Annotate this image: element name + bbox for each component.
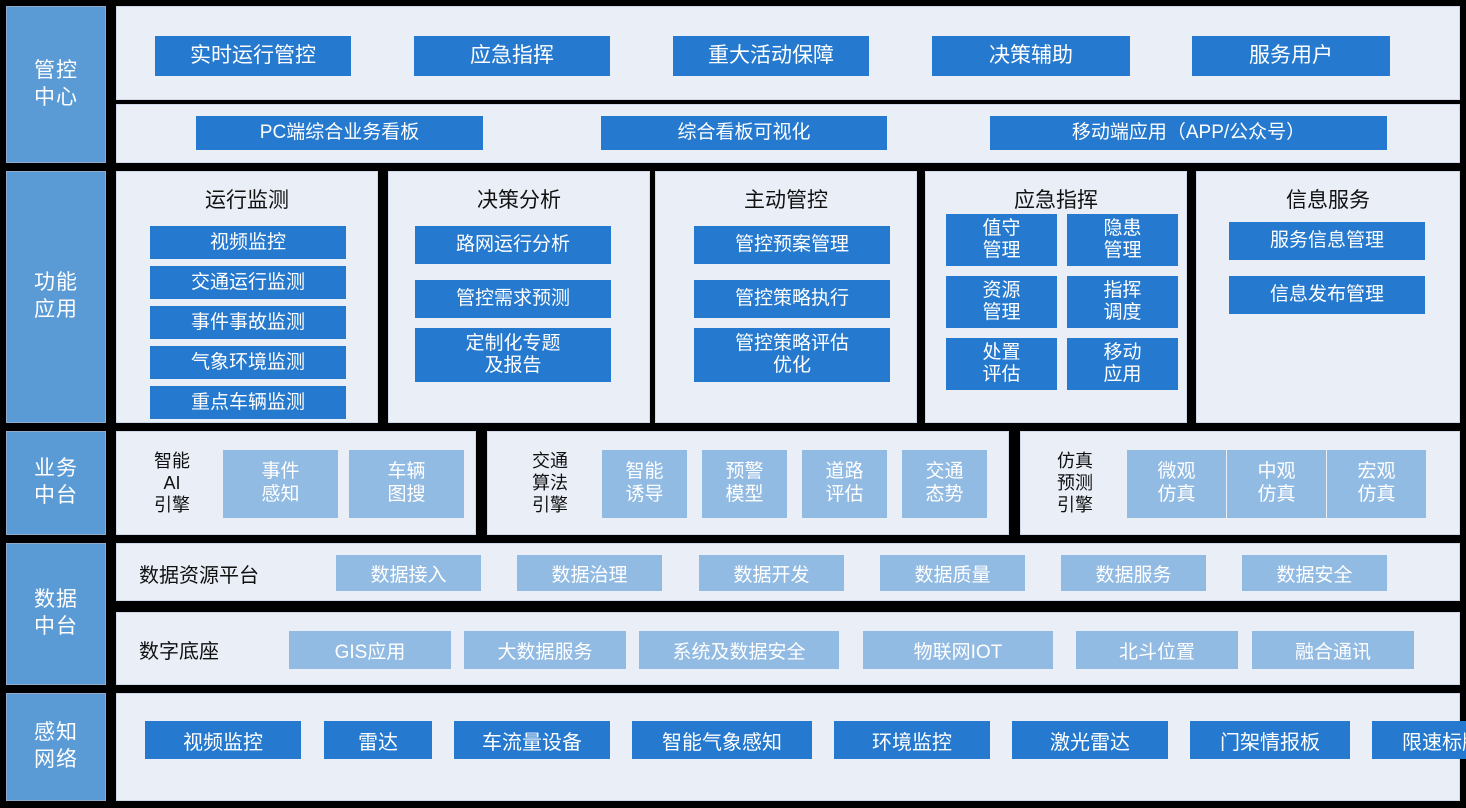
control-center-board-chip[interactable]: 移动端应用（APP/公众号） [990,116,1387,150]
function-app-column-emergency: 应急指挥 值守 管理 隐患 管理 资源 管理 指挥 调度 处置 评估 移动 应用 [925,171,1187,423]
data-mid-chip[interactable]: 物联网IOT [863,631,1053,669]
layer-label-business-mid: 业务 中台 [6,431,106,535]
function-app-chip[interactable]: 指挥 调度 [1067,276,1178,328]
group-name: 智能 AI 引擎 [154,451,190,515]
business-mid-chip[interactable]: 微观 仿真 [1127,450,1226,518]
data-mid-chip[interactable]: 数据安全 [1242,555,1387,591]
column-title: 运行监测 [205,189,289,212]
group-name: 仿真 预测 引擎 [1057,451,1093,515]
function-app-column-active-control: 主动管控 管控预案管理 管控策略执行 管控策略评估 优化 [655,171,917,423]
business-mid-chip[interactable]: 预警 模型 [702,450,787,518]
data-mid-chip[interactable]: 数据开发 [699,555,844,591]
function-app-chip[interactable]: 处置 评估 [946,338,1057,390]
business-mid-group-traffic-algorithm: 交通 算法 引擎 智能 诱导 预警 模型 道路 评估 交通 态势 [487,431,1009,535]
layer-label-function-app: 功能 应用 [6,171,106,423]
function-app-chip[interactable]: 气象环境监测 [150,346,346,379]
column-title: 信息服务 [1286,189,1370,212]
sensing-network-panel: 视频监控 雷达 车流量设备 智能气象感知 环境监控 激光雷达 门架情报板 限速标… [116,693,1466,801]
function-app-column-analysis: 决策分析 路网运行分析 管控需求预测 定制化专题 及报告 [388,171,650,423]
sensing-network-chip[interactable]: 智能气象感知 [632,721,812,759]
function-app-chip[interactable]: 定制化专题 及报告 [415,328,611,382]
business-mid-group-ai-engine: 智能 AI 引擎 事件 感知 车辆 图搜 [116,431,476,535]
layer-label-sensing-network: 感知 网络 [6,693,106,801]
function-app-chip[interactable]: 路网运行分析 [415,226,611,264]
data-mid-chip[interactable]: 数据接入 [336,555,481,591]
sensing-network-chip[interactable]: 视频监控 [145,721,301,759]
function-app-chip[interactable]: 管控需求预测 [415,280,611,318]
control-center-board-chip[interactable]: 综合看板可视化 [601,116,887,150]
function-app-chip[interactable]: 重点车辆监测 [150,386,346,419]
control-center-board-chip[interactable]: PC端综合业务看板 [196,116,483,150]
business-mid-chip[interactable]: 智能 诱导 [602,450,687,518]
function-app-chip[interactable]: 资源 管理 [946,276,1057,328]
control-center-chip[interactable]: 实时运行管控 [155,36,351,76]
function-app-chip[interactable]: 信息发布管理 [1229,276,1425,314]
business-mid-chip[interactable]: 宏观 仿真 [1327,450,1426,518]
sensing-network-chip[interactable]: 限速标牌 [1372,721,1466,759]
sensing-network-chip[interactable]: 车流量设备 [454,721,610,759]
data-mid-chip[interactable]: 数据质量 [880,555,1025,591]
control-center-chip[interactable]: 决策辅助 [932,36,1130,76]
sensing-network-chip[interactable]: 环境监控 [834,721,990,759]
group-name: 交通 算法 引擎 [532,451,568,515]
business-mid-chip[interactable]: 事件 感知 [223,450,338,518]
function-app-chip[interactable]: 值守 管理 [946,214,1057,266]
row-name: 数据资源平台 [139,564,259,587]
sensing-network-chip[interactable]: 激光雷达 [1012,721,1168,759]
function-app-chip[interactable]: 管控策略评估 优化 [694,328,890,382]
control-center-chip[interactable]: 服务用户 [1192,36,1390,76]
data-mid-chip[interactable]: 系统及数据安全 [639,631,839,669]
data-mid-chip[interactable]: 北斗位置 [1076,631,1238,669]
business-mid-chip[interactable]: 中观 仿真 [1227,450,1326,518]
data-mid-chip[interactable]: GIS应用 [289,631,451,669]
control-center-chip[interactable]: 重大活动保障 [673,36,869,76]
sensing-network-chip[interactable]: 雷达 [324,721,432,759]
column-title: 决策分析 [477,189,561,212]
data-mid-chip[interactable]: 大数据服务 [464,631,626,669]
column-title: 主动管控 [744,189,828,212]
function-app-chip[interactable]: 管控策略执行 [694,280,890,318]
data-mid-chip[interactable]: 数据服务 [1061,555,1206,591]
column-title: 应急指挥 [1014,189,1098,212]
data-mid-chip[interactable]: 融合通讯 [1252,631,1414,669]
function-app-chip[interactable]: 事件事故监测 [150,306,346,339]
layer-label-data-mid: 数据 中台 [6,543,106,685]
row-name: 数字底座 [139,640,219,663]
business-mid-chip[interactable]: 车辆 图搜 [349,450,464,518]
function-app-chip[interactable]: 移动 应用 [1067,338,1178,390]
function-app-chip[interactable]: 视频监控 [150,226,346,259]
function-app-column-monitoring: 运行监测 视频监控 交通运行监测 事件事故监测 气象环境监测 重点车辆监测 [116,171,378,423]
function-app-chip[interactable]: 管控预案管理 [694,226,890,264]
business-mid-chip[interactable]: 交通 态势 [902,450,987,518]
function-app-column-info-service: 信息服务 服务信息管理 信息发布管理 [1196,171,1460,423]
function-app-chip[interactable]: 服务信息管理 [1229,222,1425,260]
control-center-chip[interactable]: 应急指挥 [414,36,610,76]
sensing-network-chip[interactable]: 门架情报板 [1190,721,1350,759]
function-app-chip[interactable]: 隐患 管理 [1067,214,1178,266]
data-mid-row-resource-platform: 数据资源平台 数据接入 数据治理 数据开发 数据质量 数据服务 数据安全 [116,543,1460,601]
business-mid-chip[interactable]: 道路 评估 [802,450,887,518]
layer-label-control-center: 管控 中心 [6,6,106,163]
business-mid-group-simulation: 仿真 预测 引擎 微观 仿真 中观 仿真 宏观 仿真 [1020,431,1460,535]
data-mid-row-digital-base: 数字底座 GIS应用 大数据服务 系统及数据安全 物联网IOT 北斗位置 融合通… [116,612,1460,685]
function-app-chip[interactable]: 交通运行监测 [150,266,346,299]
data-mid-chip[interactable]: 数据治理 [517,555,662,591]
